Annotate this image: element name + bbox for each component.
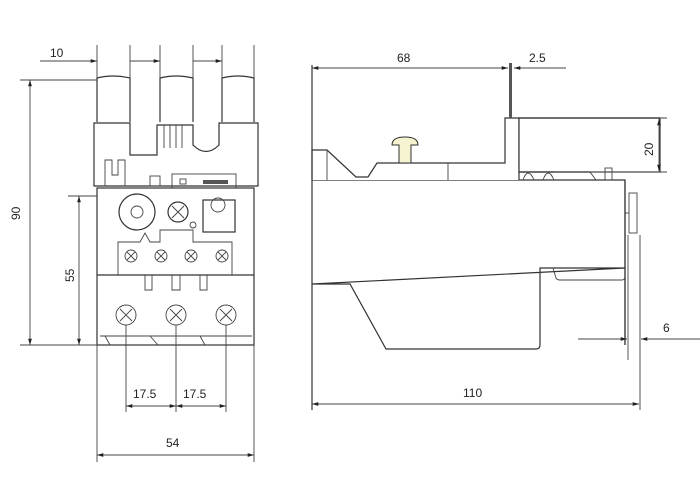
reset-screw-icon [167, 201, 197, 229]
aux-contact-screws [124, 249, 229, 263]
dim-pitch-right-label: 17.5 [183, 387, 207, 401]
reset-button-icon [391, 136, 419, 164]
adjustment-dial [118, 193, 156, 231]
dim-height-total-label: 90 [9, 206, 23, 220]
side-housing [311, 179, 626, 350]
dim-height-lower-label: 55 [63, 268, 77, 282]
front-view: 10 90 55 17.5 17.5 54 [9, 45, 259, 462]
dim-width-label: 54 [166, 436, 180, 450]
dim-depth-top-label: 68 [397, 51, 411, 65]
dim-step-label: 20 [642, 142, 656, 156]
dim-depth-total-label: 110 [463, 386, 482, 400]
main-housing-front [96, 187, 255, 346]
dim-pitch-top-label: 10 [50, 46, 64, 60]
upper-housing [93, 122, 259, 187]
dim-clip-label: 6 [663, 321, 670, 335]
dim-pitch-left-label: 17.5 [133, 387, 157, 401]
side-view: 68 2.5 20 6 110 [311, 51, 700, 410]
test-button [202, 197, 236, 233]
rod [509, 63, 512, 118]
dim-rod-label: 2.5 [529, 51, 546, 65]
top-terminals [96, 75, 255, 122]
